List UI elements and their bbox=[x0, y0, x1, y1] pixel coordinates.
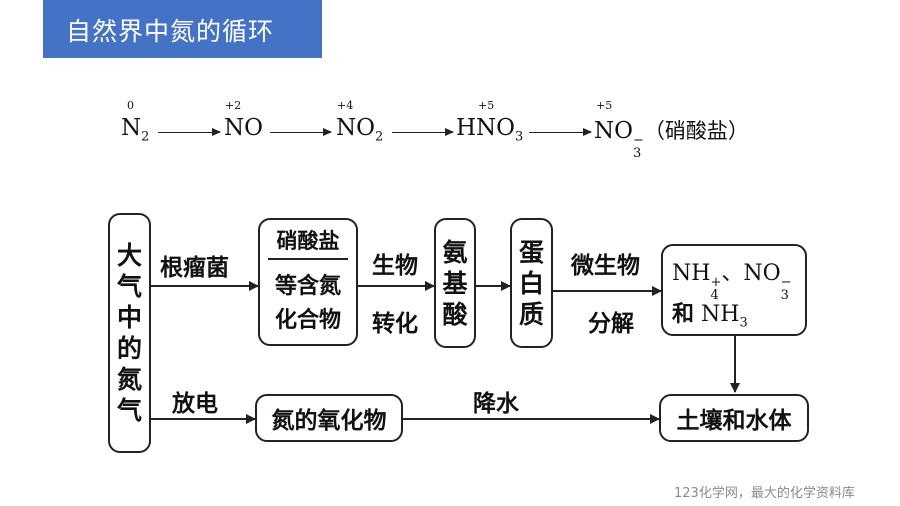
species-no: NO bbox=[224, 115, 263, 141]
protein-box: 蛋白质 bbox=[510, 218, 553, 348]
nitrate-sub-2: 化合物 bbox=[274, 308, 341, 333]
root-nodule-label: 根瘤菌 bbox=[160, 255, 229, 281]
chain-arrow-3 bbox=[392, 128, 454, 136]
microbe-label-2: 分解 bbox=[588, 311, 634, 337]
oxidation-state-hno3: +5 bbox=[478, 99, 495, 112]
species-no3: NO−3（硝酸盐） bbox=[594, 118, 749, 161]
discharge-label: 放电 bbox=[172, 391, 218, 417]
soil-water-box: 土壤和水体 bbox=[659, 394, 809, 442]
bio-label-1: 生物 bbox=[372, 253, 418, 279]
oxidation-state-no2: +4 bbox=[337, 99, 354, 112]
products-box: NH+4、NO−3 和 NH3 bbox=[661, 244, 807, 336]
species-no2: NO2 bbox=[336, 115, 384, 145]
microbe-label-1: 微生物 bbox=[571, 253, 640, 279]
products-line-2: 和 NH3 bbox=[672, 302, 748, 331]
arrow-to-products bbox=[553, 286, 662, 295]
rain-label: 降水 bbox=[473, 391, 519, 417]
title-bar bbox=[43, 0, 322, 58]
arrow-to-oxides bbox=[151, 414, 256, 423]
arrow-to-soil-water bbox=[403, 414, 660, 423]
nitrogen-oxides-box: 氮的氧化物 bbox=[255, 394, 403, 442]
arrow-to-protein bbox=[476, 281, 511, 290]
chain-arrow-1 bbox=[158, 128, 221, 136]
arrow-to-soil bbox=[730, 336, 739, 393]
nitrate-title: 硝酸盐 bbox=[276, 229, 340, 253]
nitrate-sub-1: 等含氮 bbox=[274, 274, 341, 299]
amino-acid-box: 氨基酸 bbox=[434, 218, 476, 348]
arrow-to-amino bbox=[358, 281, 435, 290]
products-line-1: NH+4、NO−3 bbox=[672, 261, 792, 303]
footer-watermark: 123化学网，最大的化学资料库 bbox=[674, 486, 855, 501]
atmosphere-nitrogen-box: 大气中的氮气 bbox=[108, 213, 151, 453]
bio-label-2: 转化 bbox=[372, 311, 418, 337]
arrow-to-nitrate bbox=[151, 281, 259, 290]
nitrate-box: 硝酸盐 等含氮 化合物 bbox=[258, 218, 358, 346]
chain-arrow-4 bbox=[529, 128, 592, 136]
page-title: 自然界中氮的循环 bbox=[66, 17, 275, 46]
oxidation-state-n2: 0 bbox=[127, 99, 134, 112]
chain-arrow-2 bbox=[270, 128, 332, 136]
nitrate-divider bbox=[268, 258, 348, 260]
oxidation-chain: 0 N2 +2 NO +4 NO2 +5 HNO3 +5 NO−3（硝酸盐） bbox=[0, 0, 900, 160]
oxidation-state-no: +2 bbox=[225, 99, 242, 112]
species-n2: N2 bbox=[121, 115, 150, 145]
species-hno3: HNO3 bbox=[456, 115, 524, 145]
oxidation-state-no3: +5 bbox=[596, 99, 613, 112]
